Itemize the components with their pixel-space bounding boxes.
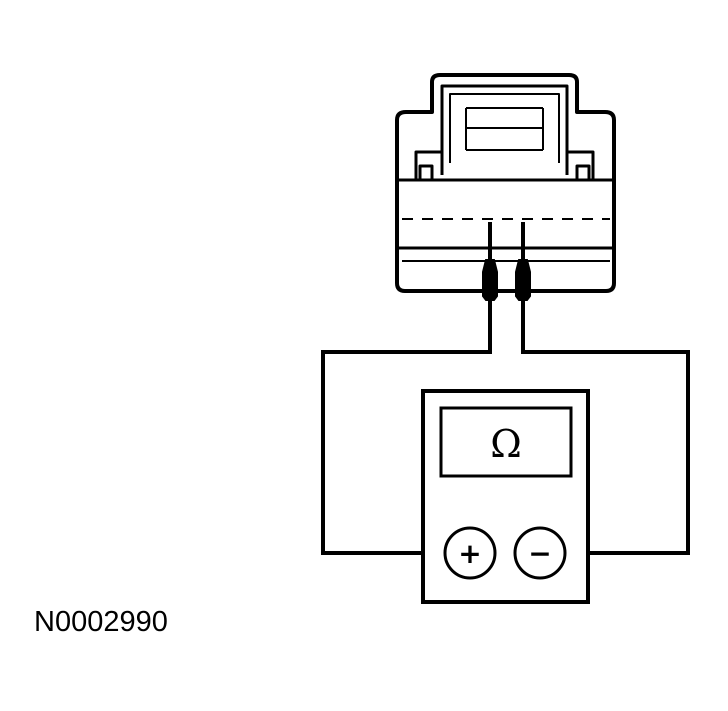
connector-left-clip — [414, 150, 442, 180]
negative-terminal — [513, 526, 567, 580]
probe-tip-left — [482, 259, 498, 301]
meter-ohm-symbol: Ω — [490, 422, 522, 466]
meter-display — [439, 406, 573, 478]
connector-right-clip — [567, 150, 595, 180]
positive-lead-wire — [321, 300, 492, 555]
negative-lead-wire — [521, 300, 690, 555]
test-leads — [321, 300, 690, 555]
positive-terminal-symbol: + — [458, 537, 481, 570]
probe-tips — [482, 259, 531, 301]
probe-tip-right — [515, 259, 531, 301]
connector-latch-inner — [449, 93, 560, 163]
connector — [395, 73, 616, 293]
negative-terminal-symbol: − — [528, 537, 551, 570]
ohmmeter: Ω + − — [421, 389, 590, 604]
connector-latch — [440, 84, 569, 175]
connector-latch-slot — [465, 107, 544, 151]
positive-terminal — [443, 526, 497, 580]
connector-body — [395, 73, 616, 293]
probe-pins — [488, 222, 525, 262]
figure-identifier: N0002990 — [34, 606, 168, 638]
